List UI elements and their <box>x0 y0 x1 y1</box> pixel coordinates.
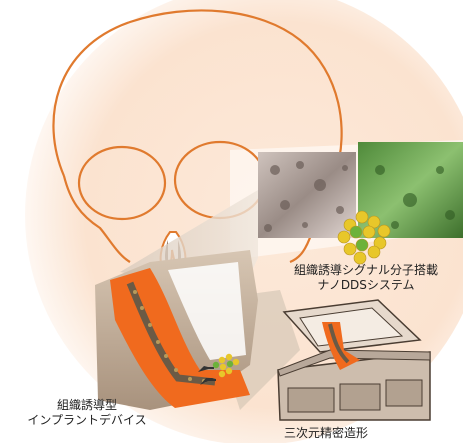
caption-signal-dds: 組織誘導シグナル分子搭載 ナノDDSシステム <box>276 263 456 293</box>
microscopy-bone-image <box>258 152 356 238</box>
caption-signal-dds-line2: ナノDDSシステム <box>276 278 456 293</box>
caption-implant-device-line2: インプラントデバイス <box>22 413 152 428</box>
caption-implant-device-line1: 組織誘導型 <box>22 398 152 413</box>
caption-implant-device: 組織誘導型 インプラントデバイス <box>22 398 152 428</box>
caption-precision-fabrication: 三次元精密造形 <box>262 426 390 441</box>
caption-signal-dds-line1: 組織誘導シグナル分子搭載 <box>276 263 456 278</box>
